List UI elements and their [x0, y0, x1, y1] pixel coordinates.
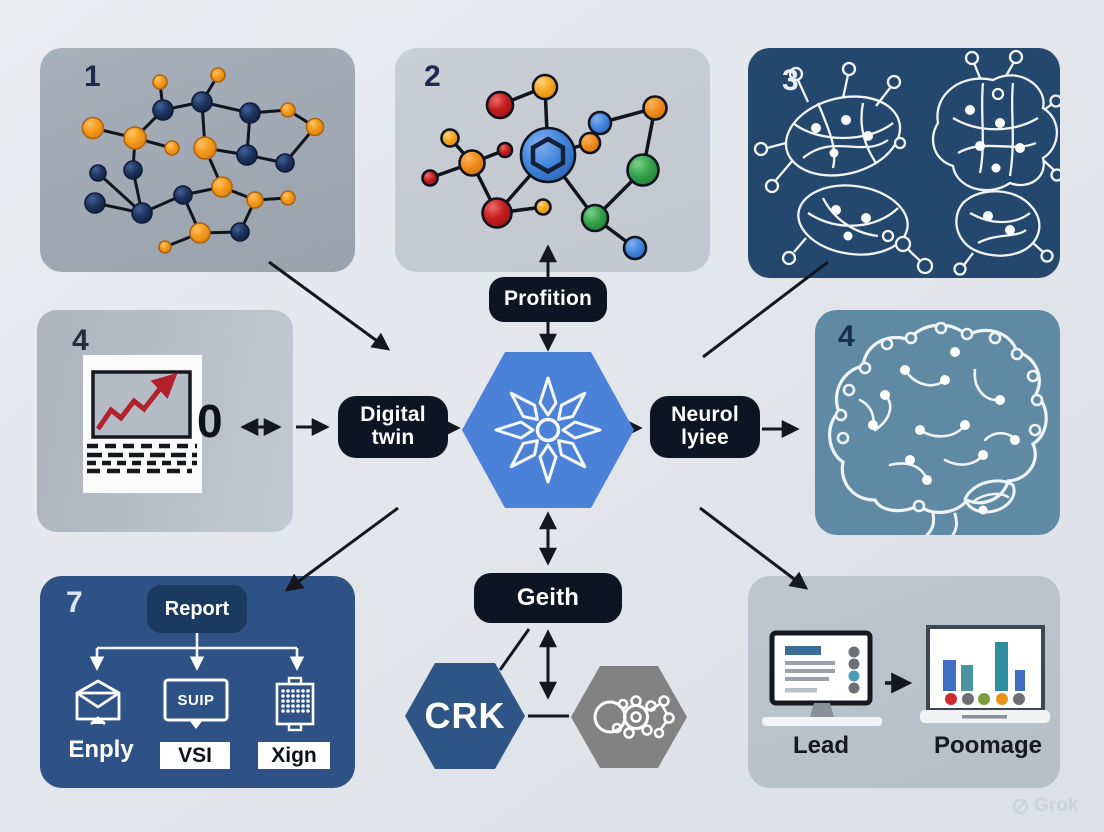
watermark-label: Grok [1034, 795, 1079, 816]
envelope-icon [75, 679, 121, 726]
report-tree-graphic [75, 633, 315, 732]
monitor-icon [163, 678, 229, 729]
panel-number: 1 [84, 60, 101, 93]
panel-number: 2 [424, 60, 441, 93]
report-label: Report [164, 597, 230, 620]
panel-grid-icon [275, 676, 315, 732]
grok-logo-icon [1012, 798, 1029, 814]
panel-report-tree: 7 [40, 576, 355, 788]
lead-label: Lead [792, 732, 849, 759]
panel-molecule-network: 1 [40, 48, 355, 272]
panel-network-clusters: 3 [748, 48, 1060, 278]
chart-document-graphic [83, 355, 202, 493]
network-clusters-graphic [753, 49, 1060, 276]
molecule-icon [593, 695, 675, 739]
brain-graphic [828, 321, 1048, 535]
geith-pill: Geith [474, 573, 622, 623]
panel-molecule-color: 2 [395, 48, 710, 272]
molecule-network-graphic [81, 67, 325, 254]
lead-monitor-icon [762, 630, 882, 726]
poomage-chart-icon [920, 625, 1050, 723]
item-label-enply: Enply [68, 736, 134, 763]
output-graphic [762, 625, 1050, 726]
panel-number: 3 [782, 64, 799, 97]
gray-molecule-hexagon [571, 666, 687, 768]
snowflake-icon [494, 376, 602, 484]
panel-number: 7 [66, 586, 83, 619]
profition-pill: Profition [489, 277, 607, 322]
monitor-screen-text: SUIP [177, 691, 215, 709]
panel-chart-document: 4 [37, 310, 293, 532]
watermark: Grok [1012, 795, 1078, 817]
panel-number: 4 [838, 320, 855, 353]
report-pill: Report [147, 585, 247, 633]
molecule-color-graphic [421, 73, 668, 261]
core-hexagon [462, 352, 634, 508]
item-label-vsi: VSI [160, 742, 230, 769]
neurol-pill: Neurol lyiee [650, 396, 760, 458]
crk-label: CRK [424, 695, 506, 736]
digital-twin-pill: Digital twin [338, 396, 448, 458]
poomage-label: Poomage [933, 732, 1043, 759]
panel-output: Lead Poomage [748, 576, 1060, 788]
zero-label: 0 [197, 395, 223, 447]
crk-hexagon [405, 663, 525, 769]
item-label-xign: Xign [258, 742, 330, 769]
panel-brain: 4 [815, 310, 1060, 535]
panel-number: 4 [72, 324, 89, 357]
